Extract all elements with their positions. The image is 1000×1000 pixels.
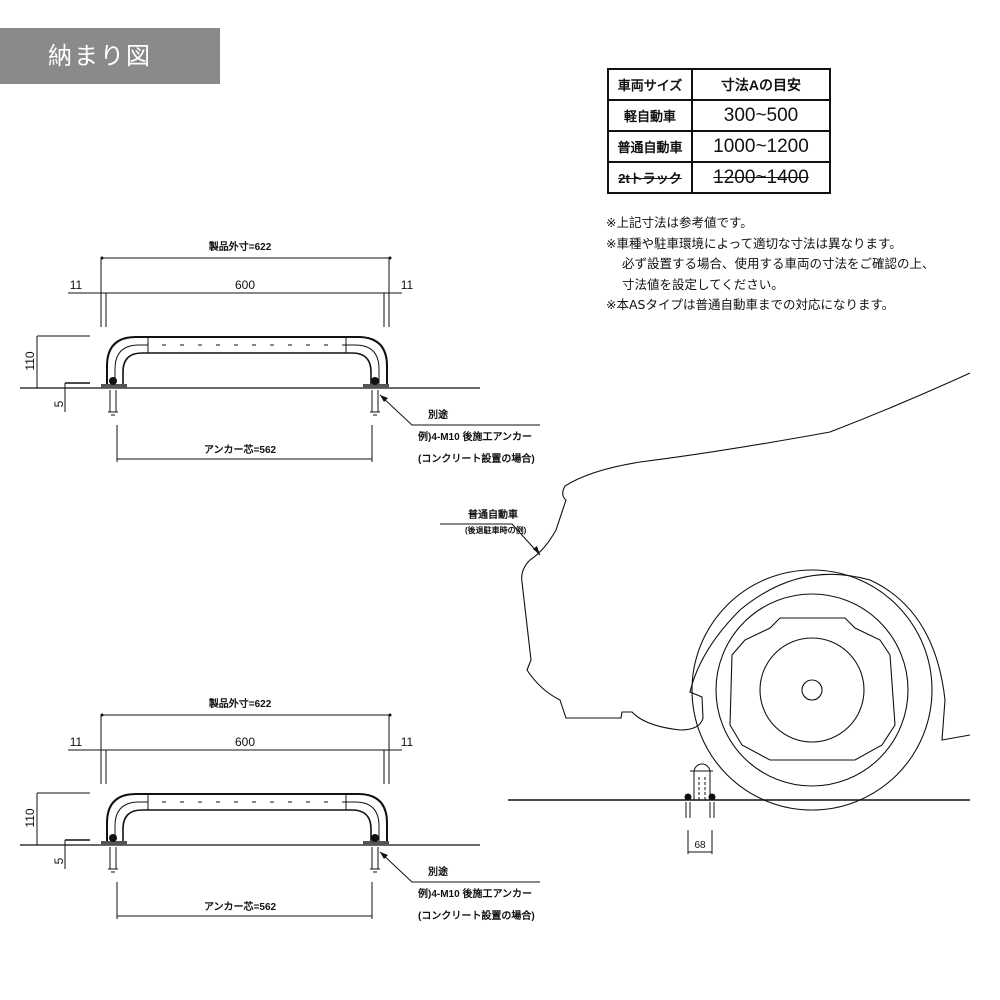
note: ※上記寸法は参考値です。 bbox=[606, 215, 753, 230]
overall-width-label: 製品外寸=622 bbox=[208, 697, 272, 710]
note: 寸法値を設定してください。 bbox=[622, 276, 784, 292]
page-title: 納まり図 bbox=[0, 28, 220, 84]
base-label: 5 bbox=[52, 400, 66, 407]
height-label: 110 bbox=[23, 808, 37, 827]
stopper-front-view-top: 製品外寸=622 11 600 11 110 5 アンカー芯=562 別途 例)… bbox=[19, 240, 541, 465]
right-margin-label: 11 bbox=[401, 735, 414, 749]
wheel-rim bbox=[715, 593, 909, 787]
vehicle-cell: 普通自動車 bbox=[607, 130, 693, 163]
base-label: 5 bbox=[52, 857, 66, 864]
stopper-front-view-bottom: 製品外寸=622 11 600 11 110 5 アンカー芯=562 別途 例)… bbox=[19, 697, 541, 922]
wheel-cover bbox=[729, 617, 896, 761]
vehicle-label: 普通自動車 bbox=[468, 508, 518, 521]
note: ※車種や駐車環境によって適切な寸法は異なります。 bbox=[606, 235, 902, 251]
anchor-pitch-label: アンカー芯=562 bbox=[204, 900, 277, 913]
car-side-view bbox=[440, 372, 971, 811]
vehicle-cell-struck: 2tトラック bbox=[607, 161, 693, 194]
dimension-cell: 1000~1200 bbox=[691, 130, 831, 163]
wheel-hub bbox=[759, 637, 865, 743]
tire-outer bbox=[691, 569, 933, 811]
anchor-note: (コンクリート設置の場合) bbox=[418, 909, 535, 922]
anchor-note: 別途 bbox=[427, 865, 449, 878]
vehicle-leader bbox=[440, 523, 541, 556]
dimension-cell: 300~500 bbox=[691, 99, 831, 132]
right-margin-label: 11 bbox=[401, 278, 414, 292]
table-row: 軽自動車 300~500 bbox=[607, 99, 831, 132]
wheel-center bbox=[801, 679, 823, 701]
note: ※本ASタイプは普通自動車までの対応になります。 bbox=[606, 297, 895, 312]
inner-width-label: 600 bbox=[235, 735, 255, 749]
vehicle-cell: 軽自動車 bbox=[607, 99, 693, 132]
table-header-row: 車両サイズ 寸法Aの目安 bbox=[607, 68, 831, 101]
table-row: 普通自動車 1000~1200 bbox=[607, 130, 831, 163]
side-width-label: 68 bbox=[694, 840, 706, 851]
header-vehicle-size: 車両サイズ bbox=[607, 68, 693, 101]
anchor-pitch-label: アンカー芯=562 bbox=[204, 443, 277, 456]
overall-width-label: 製品外寸=622 bbox=[208, 240, 272, 253]
vehicle-sublabel: (後退駐車時の例) bbox=[465, 525, 527, 535]
left-margin-label: 11 bbox=[70, 278, 83, 292]
dimension-cell-struck: 1200~1400 bbox=[691, 161, 831, 194]
anchor-note: (コンクリート設置の場合) bbox=[418, 452, 535, 465]
vehicle-size-table: 車両サイズ 寸法Aの目安 軽自動車 300~500 普通自動車 1000~120… bbox=[607, 68, 831, 194]
stopper-side-view bbox=[684, 763, 716, 854]
note: 必ず設置する場合、使用する車両の寸法をご確認の上、 bbox=[622, 256, 935, 271]
notes: ※上記寸法は参考値です。 ※車種や駐車環境によって適切な寸法は異なります。 必ず… bbox=[606, 213, 935, 316]
car-body-outline bbox=[521, 372, 971, 741]
table-row: 2tトラック 1200~1400 bbox=[607, 161, 831, 194]
height-label: 110 bbox=[23, 351, 37, 370]
anchor-note: 別途 bbox=[427, 408, 449, 421]
left-margin-label: 11 bbox=[70, 735, 83, 749]
inner-width-label: 600 bbox=[235, 278, 255, 292]
anchor-note: 例)4-M10 後施工アンカー bbox=[418, 887, 532, 900]
anchor-note: 例)4-M10 後施工アンカー bbox=[418, 430, 532, 443]
header-dimension-a: 寸法Aの目安 bbox=[691, 68, 831, 101]
